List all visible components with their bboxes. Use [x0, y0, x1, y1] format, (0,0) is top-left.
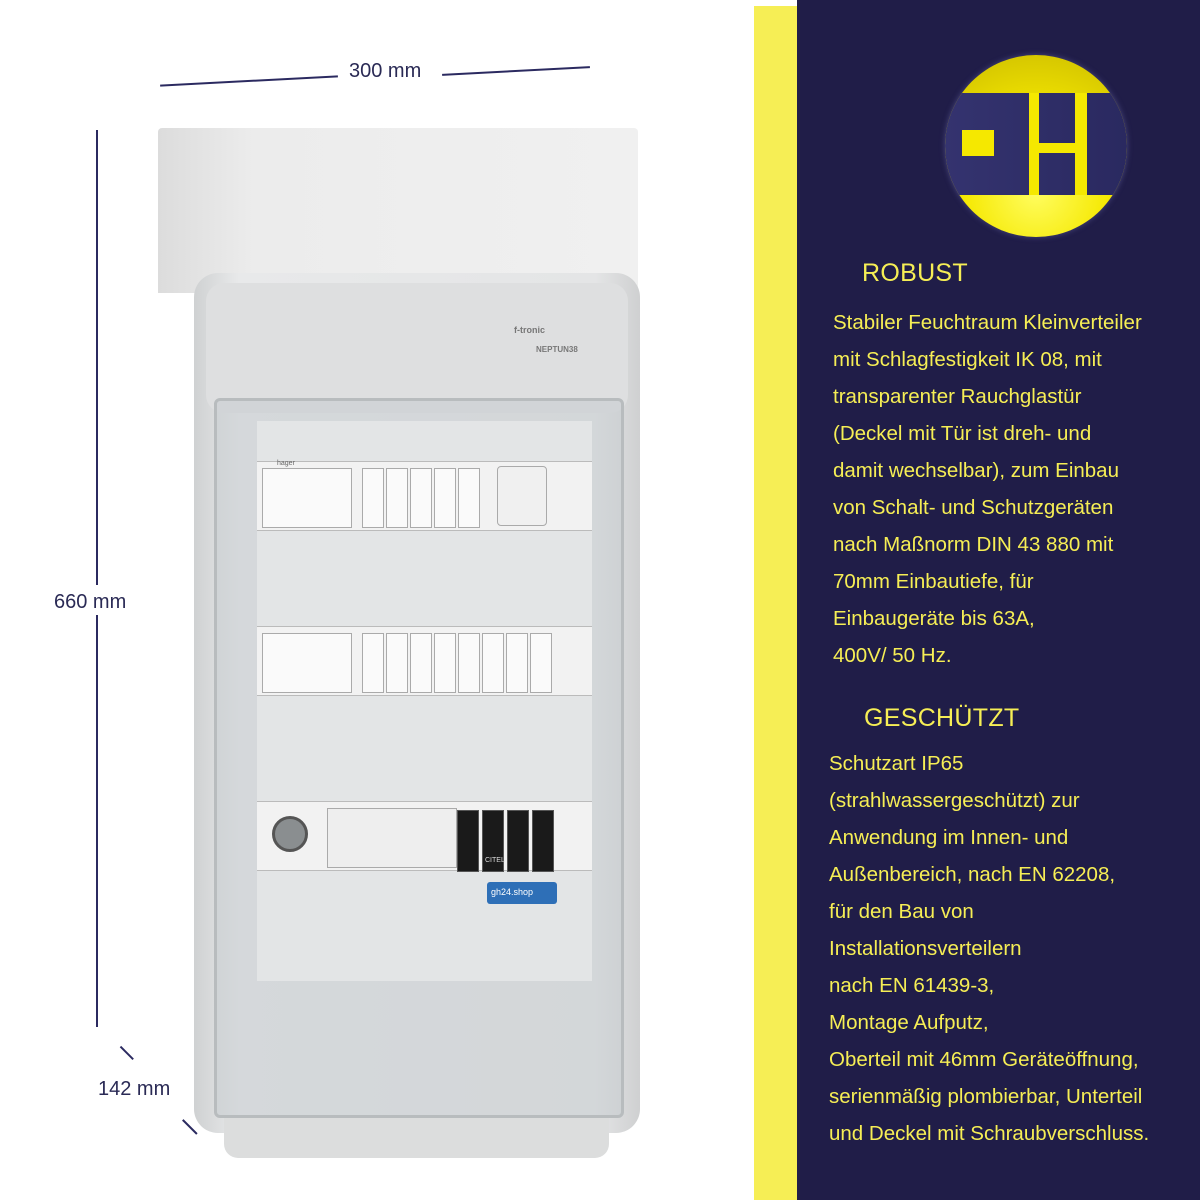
- distribution-cabinet: f-tronic NEPTUN38 hager: [158, 128, 640, 1158]
- width-arrow-right: [442, 66, 590, 76]
- height-arrow-bottom: [96, 615, 98, 1027]
- cabinet-top: [158, 128, 638, 293]
- spd-brand: CITEL: [485, 857, 505, 864]
- depth-arrow-top: [120, 1045, 134, 1060]
- yellow-stripe: [754, 6, 797, 1200]
- text-line: Außenbereich, nach EN 62208,: [829, 863, 1116, 886]
- text-line: 70mm Einbautiefe, für: [833, 570, 1034, 593]
- text-line: Stabiler Feuchtraum Kleinverteiler: [833, 311, 1142, 334]
- section-title-geschuetzt: GESCHÜTZT: [864, 704, 1020, 732]
- text-line: Oberteil mit 46mm Geräteöffnung,: [829, 1048, 1139, 1071]
- shop-sticker: gh24.shop: [487, 882, 557, 904]
- text-line: von Schalt- und Schutzgeräten: [833, 496, 1114, 519]
- text-line: 400V/ 50 Hz.: [833, 644, 952, 667]
- socket: [497, 466, 547, 526]
- model-label: NEPTUN38: [536, 345, 578, 354]
- text-line: nach Maßnorm DIN 43 880 mit: [833, 533, 1114, 556]
- cabinet-lid: f-tronic NEPTUN38 hager: [194, 273, 640, 1158]
- text-line: Montage Aufputz,: [829, 1011, 989, 1034]
- text-line: damit wechselbar), zum Einbau: [833, 459, 1119, 482]
- text-line: (strahlwassergeschützt) zur: [829, 789, 1080, 812]
- text-line: Einbaugeräte bis 63A,: [833, 607, 1035, 630]
- depth-label: 142 mm: [98, 1078, 171, 1100]
- text-line: (Deckel mit Tür ist dreh- und: [833, 422, 1092, 445]
- main-switch: [272, 816, 308, 852]
- width-label: 300 mm: [349, 60, 422, 82]
- text-line: serienmäßig plombierbar, Unterteil: [829, 1085, 1143, 1108]
- width-arrow-left: [160, 75, 338, 87]
- text-line: Schutzart IP65: [829, 752, 964, 775]
- text-line: und Deckel mit Schraubverschluss.: [829, 1122, 1150, 1145]
- brand-label: f-tronic: [514, 325, 545, 335]
- gh-logo: [945, 55, 1127, 237]
- text-line: mit Schlagfestigkeit IK 08, mit: [833, 348, 1102, 371]
- section-title-robust: ROBUST: [862, 259, 968, 287]
- breaker-brand: hager: [277, 460, 295, 467]
- smoked-glass-door[interactable]: hager CITEL gh24.shop: [214, 398, 624, 1118]
- text-line: Anwendung im Innen- und: [829, 826, 1069, 849]
- text-line: transparenter Rauchglastür: [833, 385, 1082, 408]
- text-line: nach EN 61439-3,: [829, 974, 995, 997]
- section-text-robust: Stabiler Feuchtraum Kleinverteiler mit Sc…: [833, 304, 1142, 674]
- height-label: 660 mm: [54, 591, 127, 613]
- height-arrow-top: [96, 130, 98, 585]
- text-line: für den Bau von: [829, 900, 974, 923]
- text-line: Installationsverteilern: [829, 937, 1022, 960]
- section-text-geschuetzt: Schutzart IP65 (strahlwassergeschützt) zu…: [829, 745, 1149, 1152]
